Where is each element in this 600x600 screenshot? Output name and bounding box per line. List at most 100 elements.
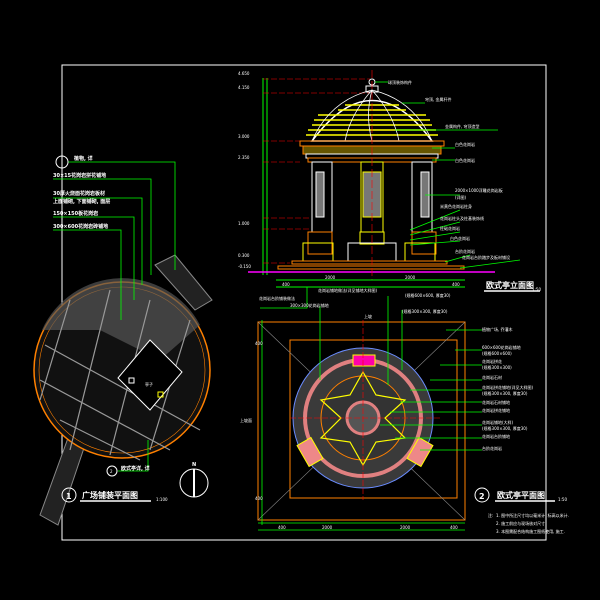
dim-text: 2000 — [400, 525, 411, 530]
step-upper — [291, 260, 448, 265]
title-number: 2 — [479, 492, 485, 501]
elevation-label: 金属构件, 穹顶造型 — [445, 123, 480, 129]
level-tag: 3.000 — [238, 134, 250, 139]
marker — [157, 391, 164, 398]
plan-leaders — [258, 296, 482, 531]
note-item: 2. 施工前应与现场核对尺寸. — [496, 520, 546, 526]
plan-label: 花岗岩铺地(大样) — [482, 419, 514, 425]
plan-label: 花岗岩拼花铺地(详见大样图) — [482, 384, 534, 390]
level-tag: 4.150 — [238, 85, 250, 90]
title-number: 1 — [66, 492, 72, 501]
plan-label: 花岗岩拼花铺地 — [482, 407, 510, 413]
marker — [128, 377, 135, 384]
plan-label: (规格300×300, 厚度30) — [482, 425, 528, 431]
plaza-label: 300×600花岗岩砖铺地 — [53, 223, 108, 230]
column-base — [352, 354, 376, 367]
dim-text: 2000 — [322, 525, 333, 530]
elevation-label: 台阶花岗岩 — [455, 248, 475, 254]
plaza-label: 植物, 详 — [73, 155, 93, 162]
pavilion-footprint — [117, 339, 183, 411]
plan-label: 花岗岩拼花 — [482, 358, 502, 364]
pavilion-plan-scale: 1:50 — [558, 497, 567, 502]
columns — [302, 161, 437, 262]
level-markers: 4.650 4.150 3.000 2.350 1.000 0.300 -0.1… — [238, 71, 251, 269]
plan-axes — [290, 320, 440, 500]
plan-label: 花岗岩台阶铺地 — [482, 433, 510, 439]
plan-label: 花岗岩石材 — [482, 374, 502, 380]
plaza-label: 欧式亭详, 详 — [121, 465, 150, 472]
path-ne — [154, 254, 213, 311]
plan-label: 600×600花岗岩铺地 — [482, 344, 521, 350]
elevation-label: 2000×1000浮雕花岗岩板 — [455, 187, 503, 193]
elevation-label: 白色花岗岩 — [455, 141, 475, 147]
plaza-plan-title: 广场铺装平面图 — [82, 490, 138, 500]
inner-square — [289, 339, 458, 499]
plaza-plan-scale: 1:100 — [156, 497, 168, 502]
plan-label: 台阶花岗岩 — [482, 445, 502, 451]
plan-label: (规格300×300, 厚度30) — [482, 390, 528, 396]
level-tag: -0.150 — [238, 264, 251, 269]
level-tag: 0.300 — [238, 253, 250, 258]
elevation-label: 白色花岗岩 — [450, 235, 470, 241]
pavilion-plan: 上坡 花岗岩铺地做法(详见铺地大样图) (规格600×600, 厚度30) 30… — [240, 287, 569, 534]
pavilion-plan-title: 欧式亭平面图 — [497, 490, 545, 500]
elevation-label: 穹顶, 金属杆件 — [425, 96, 452, 102]
title-number-circle — [61, 487, 77, 503]
plaza-label: 上面铺砌, 下面铺砌, 面层 — [53, 198, 110, 205]
north-label: N — [192, 462, 196, 468]
dim-text: 2000 — [325, 275, 336, 280]
column-base — [406, 436, 434, 468]
note-item: 3. 本图需配合结构施工图纸使用, 施工. — [496, 528, 565, 534]
plan-label: 植物广场, 乔灌木 — [482, 326, 513, 332]
notes-heading: 注: — [488, 512, 493, 518]
plaza-label: 30厚火烧面花岗岩板材 — [53, 190, 105, 197]
level-tag: 4.650 — [238, 71, 250, 76]
plaza-label: 150×150板花岗岩 — [53, 210, 98, 217]
elevation-label: 球顶装饰构件 — [388, 79, 412, 85]
dome — [310, 99, 434, 142]
detail-ref-number: 2 — [110, 469, 113, 474]
dim-text: 400 — [255, 496, 263, 501]
plan-label: (规格300×300, 厚度30) — [402, 308, 448, 314]
pavilion-elevation: 4.650 4.150 3.000 2.350 1.000 0.300 -0.1… — [238, 70, 541, 309]
level-tag: 1.000 — [238, 221, 250, 226]
elevation-label: 花岗岩柱头及柱基装饰线 — [440, 215, 484, 221]
elevation-label: 花岗岩台阶铺装做法 — [259, 295, 295, 301]
plan-label: 花岗岩铺地做法(详见铺地大样图) — [318, 287, 378, 293]
elevation-scale: 1:50 — [532, 287, 541, 292]
elevation-label: 米黄色花岗岩柱身 — [440, 203, 472, 209]
up-label: 上坡 — [364, 313, 372, 319]
dim-text: 上坡面 — [240, 417, 252, 423]
plaza-plan: 亭子 植物, 详 30×15花岗岩拼花铺地 30厚火烧面花岗岩板材 上面铺砌, … — [33, 155, 213, 526]
note-item: 1. 图中所注尺寸均以毫米计, 标高以米计. — [496, 512, 569, 518]
dim-text: 400 — [255, 341, 263, 346]
level-tag: 2.350 — [238, 155, 250, 160]
detail-ref-circle — [106, 465, 118, 477]
elevation-leaders — [260, 81, 521, 309]
elevation-title: 欧式亭立面图 — [486, 280, 534, 290]
step-lower — [277, 265, 465, 270]
dome-ribs — [311, 89, 433, 142]
dim-text: 400 — [450, 525, 458, 530]
level-lines — [263, 78, 370, 264]
dim-text: 400 — [282, 282, 290, 287]
dim-text: 2000 — [405, 275, 416, 280]
elevation-label: 花岗岩台阶踏步及板材铺设 — [462, 254, 510, 260]
elevation-label: 白色花岗岩 — [455, 157, 475, 163]
pavilion-label: 亭子 — [145, 381, 153, 387]
dim-text: 400 — [278, 525, 286, 530]
plan-label: (规格600×600) — [482, 350, 512, 356]
dim-text: 400 — [452, 282, 460, 287]
plaza-label: 30×15花岗岩拼花铺地 — [53, 172, 106, 179]
plaza-leaders — [53, 161, 176, 472]
plan-label: (规格300×300) — [482, 364, 512, 370]
plan-label: 300×300花岗岩铺地 — [290, 302, 329, 308]
title-number-circle — [474, 487, 490, 503]
plan-label: (规格600×600, 厚度30) — [405, 292, 451, 298]
outer-square — [257, 321, 466, 521]
column-base — [296, 436, 324, 468]
plan-label: 花岗岩石材铺地 — [482, 399, 510, 405]
detail-ref-circle — [55, 155, 69, 169]
